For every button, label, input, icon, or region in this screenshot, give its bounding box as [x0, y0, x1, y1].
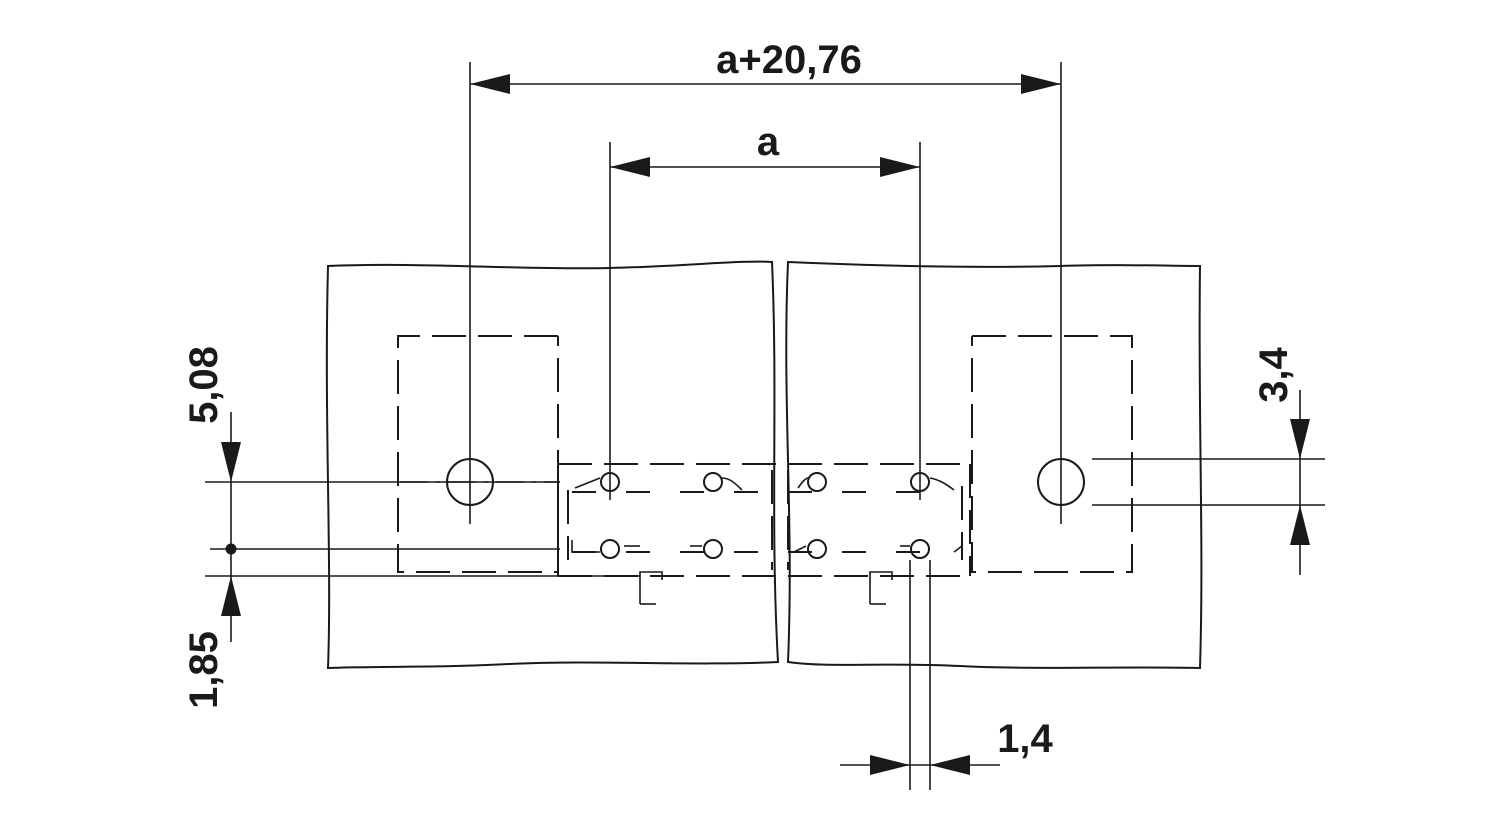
- left-mounting-dashed-box: [397, 335, 559, 573]
- dimension-pin-width: 1,4: [840, 717, 1054, 775]
- dimension-pitch-span: a: [610, 120, 920, 177]
- label-hole-diameter: 3,4: [1252, 346, 1296, 402]
- label-pin-width: 1,4: [997, 717, 1053, 761]
- reference-lines: [205, 458, 1325, 577]
- pin-row-top: [574, 472, 955, 492]
- reference-point-dot: [225, 543, 237, 555]
- pin-row-bottom: [571, 539, 963, 559]
- label-pitch-span: a: [757, 120, 780, 164]
- dimension-row-offset: 1,85: [182, 631, 226, 709]
- latch-markers: [639, 571, 893, 605]
- right-mounting-dashed-box: [971, 335, 1133, 573]
- dimension-overall-width: a+20,76: [470, 38, 1061, 94]
- label-row-spacing: 5,08: [182, 346, 226, 424]
- dimension-row-spacing: 5,08: [182, 346, 241, 642]
- housing-right-block: [785, 260, 1203, 670]
- label-row-offset: 1,85: [182, 631, 226, 709]
- dimension-hole-diameter: 3,4: [1252, 346, 1310, 575]
- label-overall-width: a+20,76: [716, 38, 862, 82]
- extension-lines: [469, 62, 1062, 790]
